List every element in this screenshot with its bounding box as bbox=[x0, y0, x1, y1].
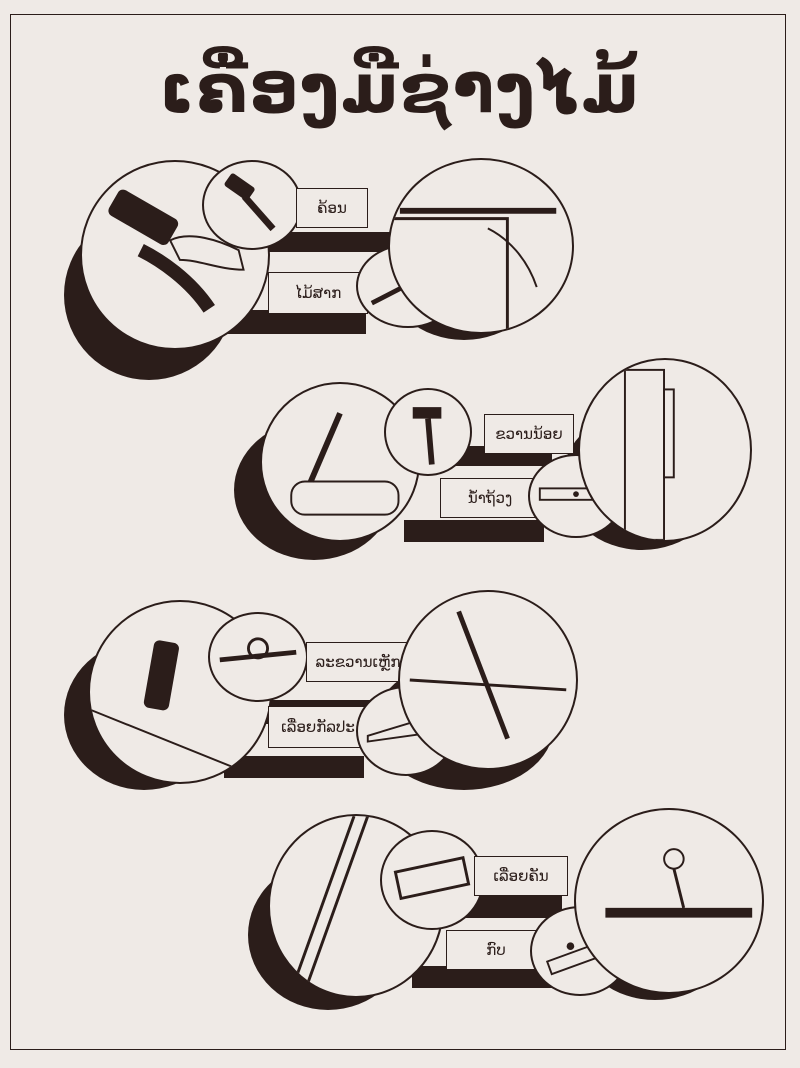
hammer-icon bbox=[224, 173, 276, 232]
tool-label: ຂວານນ້ອຍ bbox=[484, 414, 574, 454]
hammer-tool bbox=[202, 160, 302, 250]
hand-drill-tool bbox=[208, 612, 308, 702]
tool-label: ນ້ຳຖ້ວງ bbox=[440, 478, 540, 518]
hand-drill-icon bbox=[219, 637, 297, 663]
saw-use-icon bbox=[409, 610, 567, 740]
hammering-scene bbox=[80, 160, 270, 350]
level-use-scene bbox=[578, 358, 752, 542]
shadow-band bbox=[224, 756, 364, 778]
tool-label: ໄມ້ສາກ bbox=[268, 272, 368, 314]
drill-use-icon bbox=[90, 640, 270, 782]
sawing-scene bbox=[398, 590, 578, 770]
tool-label: ຄ້ອນ bbox=[296, 188, 368, 228]
planing-scene bbox=[574, 808, 764, 994]
hammer-use-icon bbox=[108, 189, 245, 313]
square-use-scene bbox=[388, 158, 574, 334]
square-use-icon bbox=[390, 207, 557, 332]
chisel-use-icon bbox=[290, 412, 400, 516]
bow-saw-use-icon bbox=[288, 816, 370, 996]
level-use-icon bbox=[623, 368, 675, 540]
plane-use-icon bbox=[605, 848, 753, 918]
bow-saw-tool bbox=[380, 830, 484, 930]
poster-border bbox=[10, 14, 786, 1050]
shadow-band bbox=[412, 966, 562, 988]
shadow-band bbox=[404, 520, 544, 542]
bow-saw-icon bbox=[393, 856, 471, 901]
tool-label: ເລື່ອຍຄັນ bbox=[474, 856, 568, 896]
tool-label: ເລື່ອຍກັລປະ bbox=[268, 706, 368, 748]
tool-label: ກົບ bbox=[446, 930, 546, 970]
tool-label: ລະຂວານເຫຼັກ bbox=[306, 642, 410, 682]
hatchet-tool bbox=[384, 388, 472, 476]
poster-title: ເຄື່ອງມືຊ່າງໄມ້ bbox=[159, 50, 641, 129]
hatchet-icon bbox=[412, 407, 442, 465]
